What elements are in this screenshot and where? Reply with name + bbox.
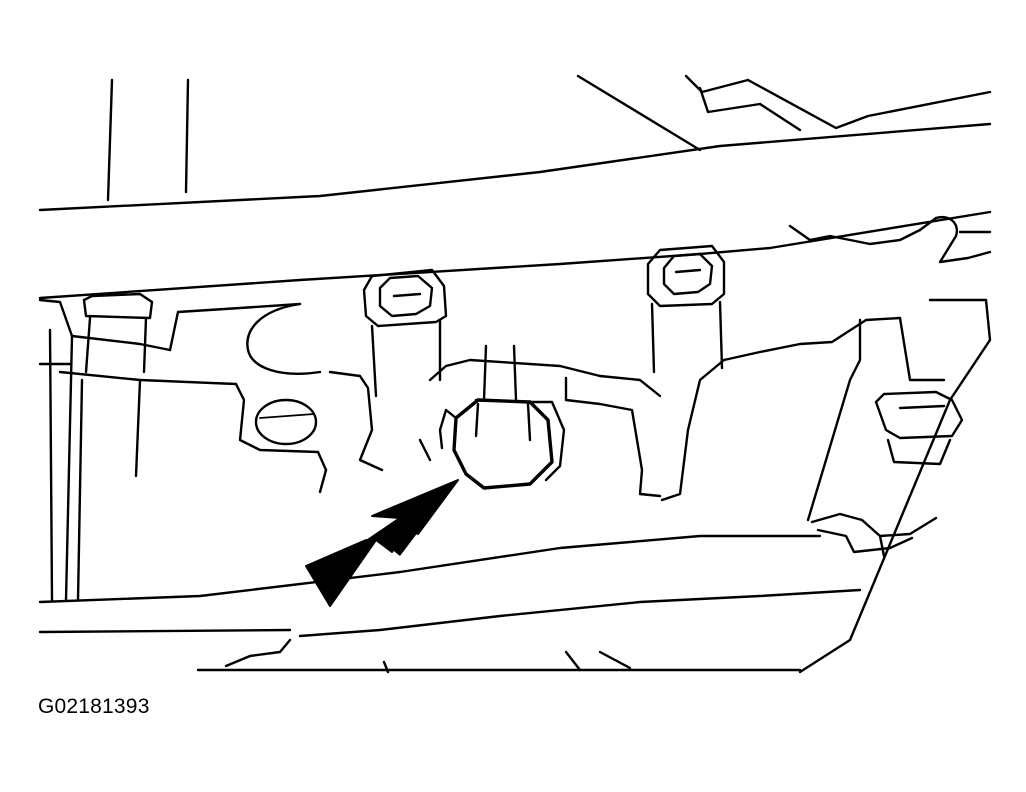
- background-lines: [106, 74, 992, 202]
- upper-crossmember: [38, 122, 992, 300]
- bolt-center-left: [362, 268, 448, 398]
- bolt-right: [874, 390, 964, 466]
- lower-crossmember: [38, 534, 862, 674]
- bolt-center-right: [646, 244, 726, 374]
- oil-pan-body: [38, 215, 992, 674]
- bolt-left: [82, 292, 154, 374]
- figure-id-label: G02181393: [38, 695, 150, 718]
- pointer-arrow: [305, 479, 459, 607]
- drain-plug: [438, 344, 566, 490]
